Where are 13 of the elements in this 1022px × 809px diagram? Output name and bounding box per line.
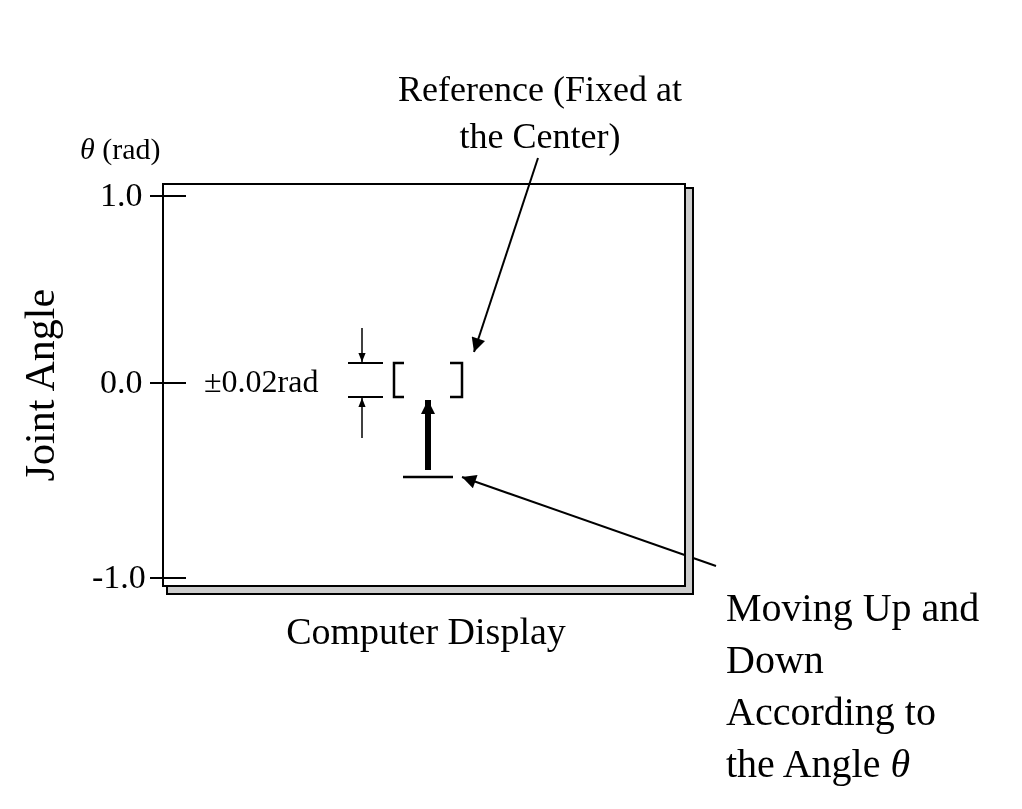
tick-label: 0.0 — [100, 363, 143, 401]
arrow — [421, 400, 435, 470]
tick-label: -1.0 — [92, 558, 146, 596]
reference-bracket — [390, 360, 466, 400]
callout-text: Moving Up and Down According to the Angle θ — [726, 584, 981, 788]
dimension-label: ±0.02rad — [204, 364, 319, 400]
leader-arrow — [461, 475, 717, 567]
callout-text: Reference (Fixed at the Center) — [397, 68, 683, 158]
leader-arrow — [471, 157, 539, 353]
tick-label: 1.0 — [100, 176, 143, 214]
axis-title: Joint Angle — [16, 287, 64, 484]
display-caption: Computer Display — [285, 609, 567, 653]
axis-unit: θ (rad) — [80, 132, 161, 165]
